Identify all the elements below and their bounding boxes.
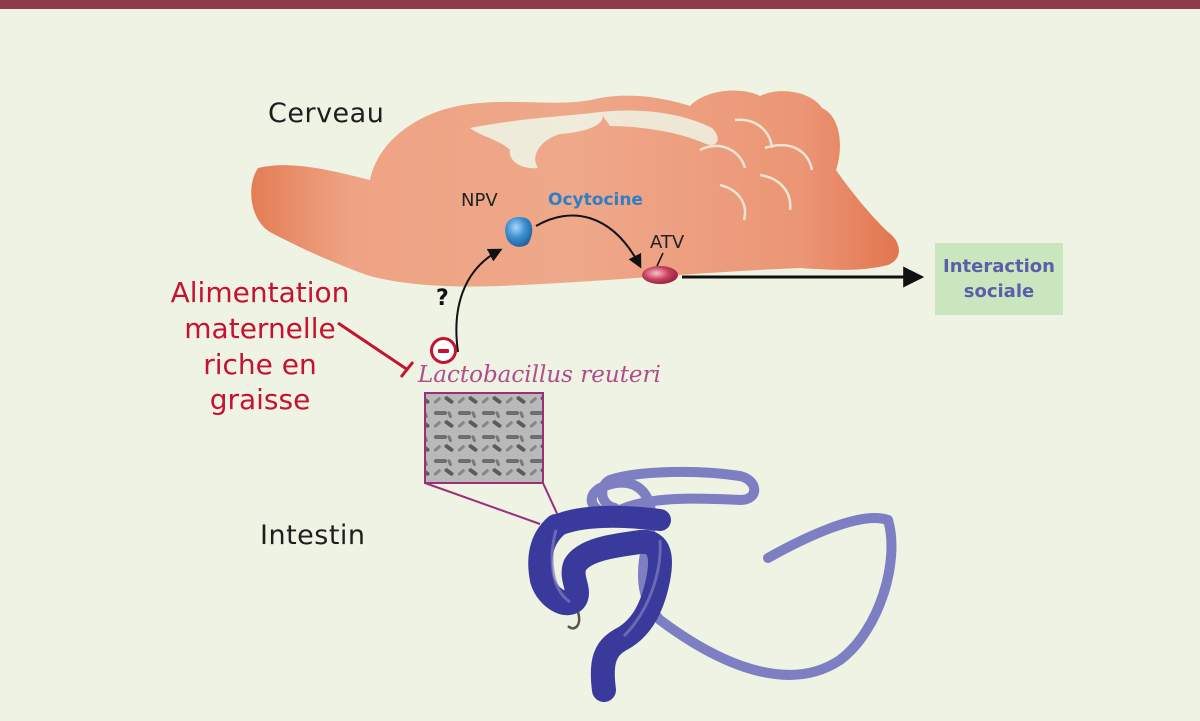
social-interaction-box: Interaction sociale <box>935 243 1063 315</box>
oxytocin-arrow <box>535 214 642 269</box>
atv-label: ATV <box>650 232 685 253</box>
atv-nucleus <box>642 266 678 284</box>
ascending-colon <box>545 505 671 537</box>
npv-label: NPV <box>461 190 498 211</box>
small-intestine <box>586 466 897 680</box>
unknown-mechanism-label: ? <box>436 286 449 311</box>
zoom-line-left <box>424 482 541 525</box>
maternal-diet-label: Alimentation maternelle riche en graisse <box>170 276 350 417</box>
outcome-line-2: sociale <box>963 281 1035 302</box>
inhibition-line <box>337 321 409 372</box>
inhibition-bar <box>399 361 415 378</box>
gut-to-npv-arrow <box>455 248 503 353</box>
bacterium-label: Lactobacillus reuteri <box>418 362 661 388</box>
bacteria-micrograph <box>424 392 544 484</box>
brain-label: Cerveau <box>268 98 385 129</box>
cerebellum-folds <box>699 118 814 221</box>
top-border-bar <box>0 0 1200 9</box>
brain-ventricle <box>470 112 603 169</box>
npv-nucleus <box>505 216 533 247</box>
brain-shape <box>251 90 899 287</box>
inhibition-minus-icon <box>430 337 457 364</box>
atv-pointer-line <box>656 252 664 267</box>
oxytocin-label: Ocytocine <box>548 190 643 210</box>
brain-ventricle-tail <box>600 110 718 145</box>
appendix <box>567 611 581 630</box>
intestine-label: Intestin <box>260 520 366 551</box>
outcome-line-1: Interaction <box>943 255 1055 277</box>
colon-highlight <box>550 529 662 638</box>
large-intestine <box>528 514 672 702</box>
